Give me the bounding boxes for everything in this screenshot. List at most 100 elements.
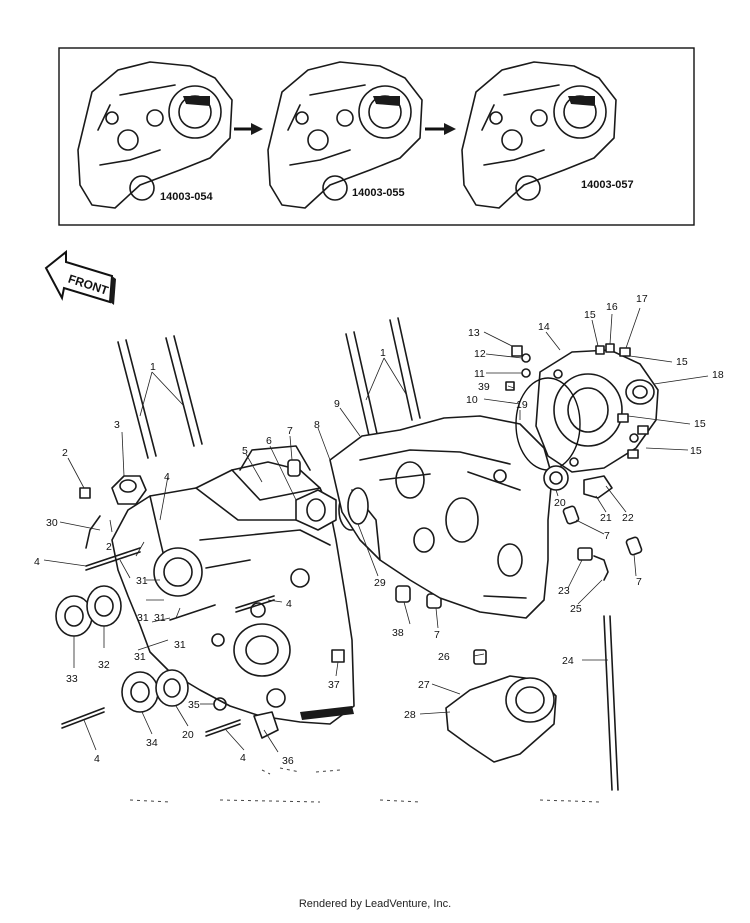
callout-4-mid[interactable]: 4 [286, 598, 292, 610]
callout-15-lower-right[interactable]: 15 [690, 445, 702, 457]
callout-7-far-right[interactable]: 7 [636, 576, 642, 588]
callout-34[interactable]: 34 [146, 737, 158, 749]
variant-label-2: 14003-055 [352, 187, 405, 199]
callout-27[interactable]: 27 [418, 679, 430, 691]
cover-bracket[interactable] [583, 475, 613, 499]
callout-28[interactable]: 28 [404, 709, 416, 721]
intake-manifold[interactable] [445, 675, 557, 763]
callout-1-right[interactable]: 1 [380, 347, 386, 359]
callout-38[interactable]: 38 [392, 627, 404, 639]
cover-screws[interactable] [595, 343, 649, 459]
callout-4-lower-left[interactable]: 4 [94, 753, 100, 765]
callout-22[interactable]: 22 [622, 512, 634, 524]
callout-23[interactable]: 23 [558, 585, 570, 597]
callout-29[interactable]: 29 [374, 577, 386, 589]
callout-31-c[interactable]: 31 [154, 612, 166, 624]
shift-rod[interactable] [603, 615, 619, 791]
callout-18[interactable]: 18 [712, 369, 724, 381]
variant-arrow-head-2 [444, 123, 456, 135]
callout-21[interactable]: 21 [600, 512, 612, 524]
callout-14[interactable]: 14 [538, 321, 550, 333]
callout-7-upper[interactable]: 7 [287, 425, 293, 437]
callout-19[interactable]: 19 [516, 399, 528, 411]
callout-35[interactable]: 35 [188, 699, 200, 711]
callout-8[interactable]: 8 [314, 419, 320, 431]
callout-11[interactable]: 11 [474, 368, 485, 380]
callout-15-mid-right[interactable]: 15 [694, 418, 706, 430]
breather-fitting[interactable] [577, 547, 609, 581]
callout-9[interactable]: 9 [334, 398, 340, 410]
callout-31-e[interactable]: 31 [134, 651, 146, 663]
cover-bearing[interactable] [625, 379, 655, 405]
bolt-mid[interactable] [235, 595, 275, 613]
callout-24[interactable]: 24 [562, 655, 574, 667]
intake-bolt[interactable] [473, 649, 487, 665]
seal-32[interactable] [86, 585, 122, 627]
callout-30[interactable]: 30 [46, 517, 58, 529]
seal-29[interactable] [347, 487, 369, 525]
crankcase-gasket-plate[interactable] [295, 489, 337, 531]
variant-crankcase-1[interactable] [77, 61, 233, 209]
leader-lines [43, 307, 709, 753]
callout-13[interactable]: 13 [468, 327, 480, 339]
callout-2-upper[interactable]: 2 [62, 447, 68, 459]
callout-4-left[interactable]: 4 [34, 556, 40, 568]
callout-6[interactable]: 6 [266, 435, 272, 447]
cover-fasteners[interactable] [505, 345, 531, 391]
seal-34[interactable] [121, 671, 159, 713]
render-credit: Rendered by LeadVenture, Inc. [298, 898, 452, 910]
callout-20-right[interactable]: 20 [554, 497, 566, 509]
callout-3[interactable]: 3 [114, 419, 120, 431]
crankcase-right-cover[interactable] [535, 349, 659, 473]
stud-bolts-left[interactable] [117, 335, 203, 459]
callout-37[interactable]: 37 [328, 679, 340, 691]
bolt-lower-left[interactable] [61, 707, 105, 729]
callout-4-lower-mid[interactable]: 4 [240, 752, 246, 764]
callout-32[interactable]: 32 [98, 659, 110, 671]
callout-17[interactable]: 17 [636, 293, 648, 305]
callout-1-left[interactable]: 1 [150, 361, 156, 373]
fitting-37[interactable] [331, 649, 345, 663]
bracket-36[interactable] [253, 711, 279, 739]
callout-4-upper[interactable]: 4 [164, 471, 170, 483]
stud-bolts-right[interactable] [345, 317, 421, 441]
callout-33[interactable]: 33 [66, 673, 78, 685]
callout-20-left[interactable]: 20 [182, 729, 194, 741]
variant-crankcase-3[interactable] [461, 61, 617, 209]
front-arrow: FRONT [44, 249, 116, 305]
oil-pump-3[interactable] [111, 475, 147, 505]
callout-12[interactable]: 12 [474, 348, 486, 360]
dowel-pin-far-right[interactable] [625, 536, 643, 556]
callout-31-a[interactable]: 31 [136, 575, 148, 587]
variant-label-1: 14003-054 [160, 191, 213, 203]
seal-20-left[interactable] [155, 669, 189, 707]
callout-5[interactable]: 5 [242, 445, 248, 457]
callout-25[interactable]: 25 [570, 603, 582, 615]
bolt-lower-mid[interactable] [205, 719, 241, 737]
callout-36[interactable]: 36 [282, 755, 294, 767]
callout-2-lower[interactable]: 2 [106, 541, 112, 553]
callout-15-top[interactable]: 15 [584, 309, 596, 321]
oil-pipe-30[interactable] [85, 515, 101, 549]
callout-16[interactable]: 16 [606, 301, 618, 313]
variant-crankcase-2[interactable] [267, 61, 423, 209]
callout-7-right[interactable]: 7 [604, 530, 610, 542]
callout-15-upper-right[interactable]: 15 [676, 356, 688, 368]
screw-2[interactable] [79, 487, 91, 499]
bolt-left-long[interactable] [85, 547, 141, 571]
callout-39[interactable]: 39 [478, 381, 490, 393]
callout-31-b[interactable]: 31 [137, 612, 149, 624]
plug-38[interactable] [395, 585, 411, 603]
right-oil-seal[interactable] [543, 465, 569, 491]
dowel-pin-right[interactable] [562, 505, 580, 525]
inset-frame [58, 47, 695, 226]
callout-31-d[interactable]: 31 [174, 639, 186, 651]
dowel-pin-upper[interactable] [287, 459, 301, 477]
callout-26[interactable]: 26 [438, 651, 450, 663]
callout-10[interactable]: 10 [466, 394, 478, 406]
right-crankcase-half[interactable] [329, 415, 553, 619]
callout-7-lower[interactable]: 7 [434, 629, 440, 641]
left-crankcase-half[interactable] [111, 445, 355, 725]
